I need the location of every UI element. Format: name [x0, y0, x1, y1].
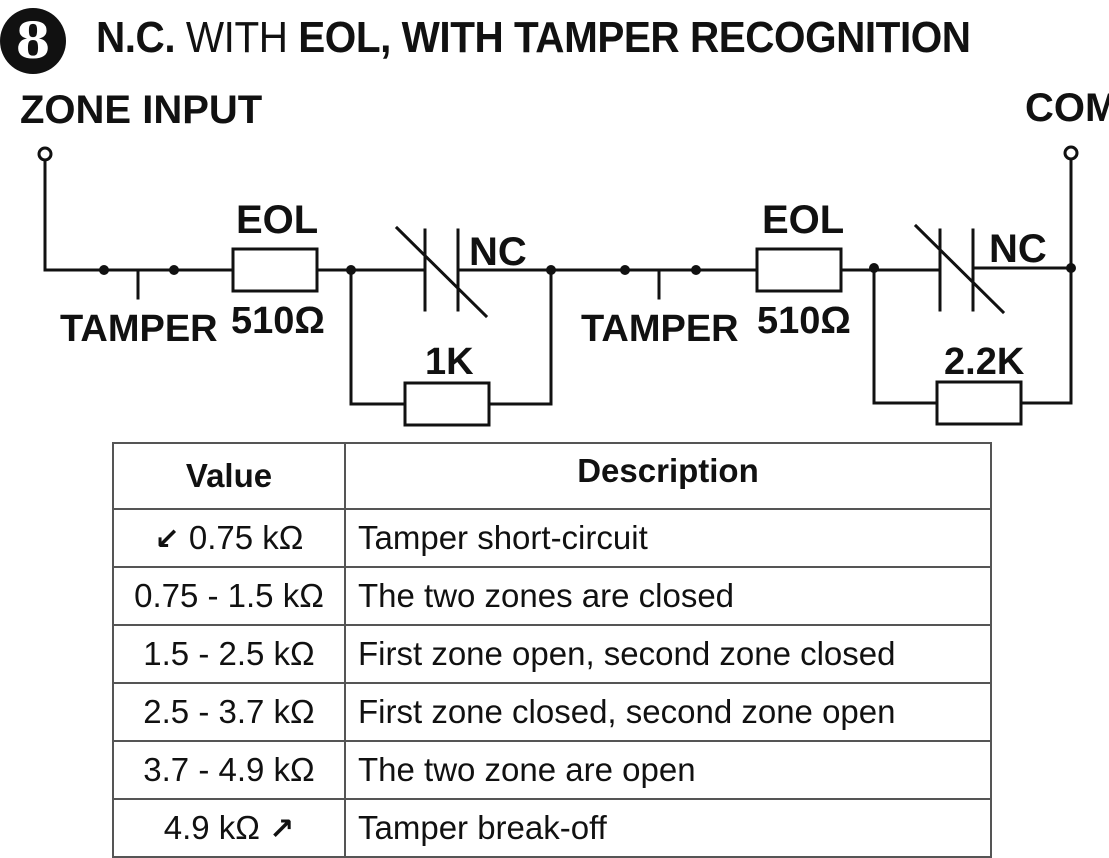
tamper-1-label: TAMPER: [60, 308, 218, 350]
table-row: 4.9 kΩ ↗ Tamper break-off: [112, 798, 992, 858]
table-row: 2.5 - 3.7 kΩ First zone closed, second z…: [112, 682, 992, 742]
tamper-1-contact-right: [169, 265, 179, 275]
com-terminal: [1063, 145, 1079, 161]
value-cell: 4.9 kΩ ↗: [112, 798, 346, 858]
parallel-resistor-1-label: 1K: [425, 341, 474, 383]
arrow-up-right-icon: ↗: [269, 812, 295, 847]
table-header-row: Value Description: [112, 442, 992, 510]
description-cell: Tamper break-off: [344, 798, 992, 858]
tamper-2-contact-right: [691, 265, 701, 275]
value-cell: 1.5 - 2.5 kΩ: [112, 624, 346, 684]
value-cell: 2.5 - 3.7 kΩ: [112, 682, 346, 742]
description-cell: Tamper short-circuit: [344, 508, 992, 568]
value-cell: ↙ 0.75 kΩ: [112, 508, 346, 568]
step-number-badge: 8: [0, 8, 66, 74]
junction-dot: [1066, 263, 1076, 273]
value-text: 4.9 kΩ: [163, 809, 260, 846]
value-cell: 3.7 - 4.9 kΩ: [112, 740, 346, 800]
value-text: 0.75 kΩ: [188, 519, 304, 556]
zone-input-label: ZONE INPUT: [20, 88, 262, 132]
junction-dot: [869, 263, 879, 273]
nc-contact-2-slash: [913, 223, 1006, 315]
title-nc: N.C.: [96, 13, 176, 62]
parallel-resistor-1: [403, 381, 491, 427]
nc-contact-1-slash: [394, 225, 489, 319]
tamper-2-label: TAMPER: [581, 308, 739, 350]
table-row: 1.5 - 2.5 kΩ First zone open, second zon…: [112, 624, 992, 684]
description-cell: First zone open, second zone closed: [344, 624, 992, 684]
description-cell: First zone closed, second zone open: [344, 682, 992, 742]
nc-2-label: NC: [989, 227, 1047, 271]
junction-dot: [346, 265, 356, 275]
zone-input-terminal: [37, 146, 53, 162]
tamper-1-contact-left: [99, 265, 109, 275]
eol-resistor-2: [755, 247, 843, 293]
parallel-resistor-2: [935, 380, 1023, 426]
eol-resistor-1: [231, 247, 319, 293]
description-cell: The two zone are open: [344, 740, 992, 800]
eol-1-value: 510Ω: [231, 300, 325, 342]
tamper-2-contact-left: [620, 265, 630, 275]
value-column-header: Value: [112, 442, 346, 510]
eol-2-value: 510Ω: [757, 300, 851, 342]
description-column-header: Description: [344, 442, 992, 510]
title-eol-tamper: EOL, WITH TAMPER RECOGNITION: [298, 13, 971, 62]
table-row: 0.75 - 1.5 kΩ The two zones are closed: [112, 566, 992, 626]
title-with: WITH: [175, 13, 299, 62]
nc-1-label: NC: [469, 230, 527, 274]
description-cell: The two zones are closed: [344, 566, 992, 626]
junction-dot: [546, 265, 556, 275]
arrow-down-left-icon: ↙: [154, 522, 180, 557]
value-cell: 0.75 - 1.5 kΩ: [112, 566, 346, 626]
table-row: 3.7 - 4.9 kΩ The two zone are open: [112, 740, 992, 800]
eol-1-label: EOL: [236, 198, 318, 242]
resistance-value-table: Value Description ↙ 0.75 kΩ Tamper short…: [112, 442, 992, 858]
parallel-resistor-2-label: 2.2K: [944, 341, 1025, 383]
com-label: COM: [1025, 86, 1109, 130]
diagram-title: N.C. WITH EOL, WITH TAMPER RECOGNITION: [96, 10, 971, 66]
eol-2-label: EOL: [762, 198, 844, 242]
step-number: 8: [15, 11, 51, 70]
table-row: ↙ 0.75 kΩ Tamper short-circuit: [112, 508, 992, 568]
wiring-schematic: ZONE INPUT COM EOL 510Ω TAMPER NC 1K EOL…: [20, 86, 1109, 427]
